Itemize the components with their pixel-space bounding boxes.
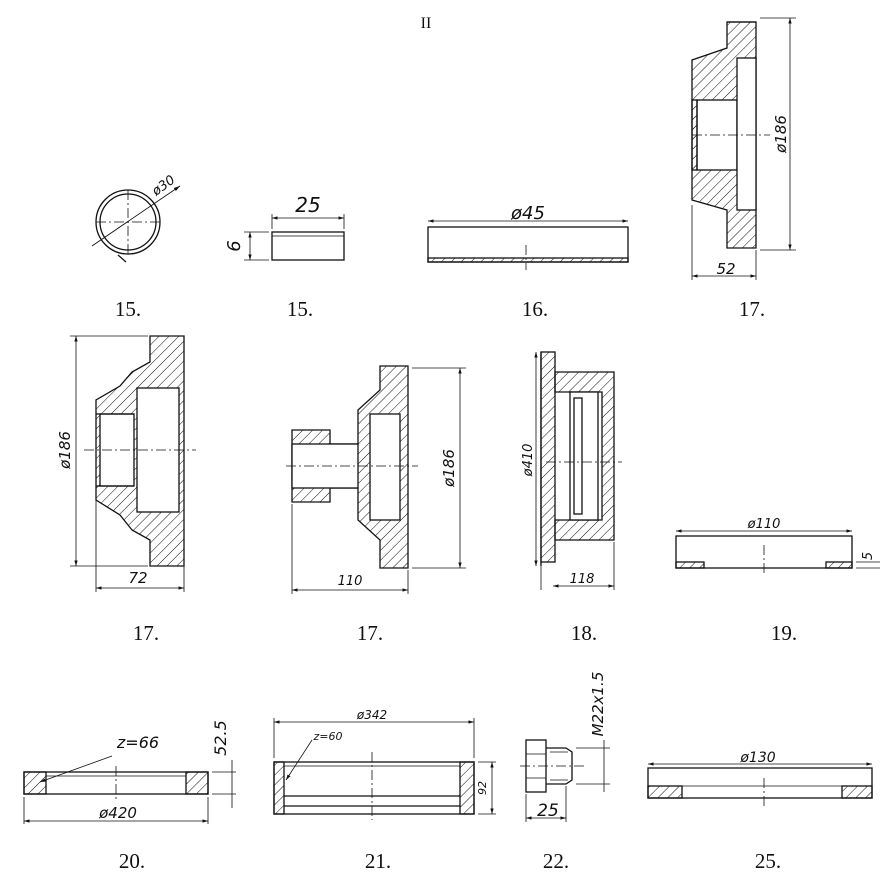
fig-25-disc <box>647 762 873 806</box>
fig-20-diameter-label: ø420 <box>98 804 137 822</box>
fig-18-length-label: 118 <box>570 572 595 587</box>
fig-15b-width-label: 25 <box>295 193 320 217</box>
fig-22-plug <box>520 739 610 822</box>
fig-17a-caption: 17. <box>739 297 765 321</box>
fig-19-diameter-label: ø110 <box>747 517 781 532</box>
fig-15a-diameter-label: ø30 <box>149 173 178 200</box>
fig-15b-strip <box>244 214 345 261</box>
fig-17b-flange-section <box>70 335 196 592</box>
fig-15b-height-label: 6 <box>224 240 245 251</box>
fig-19-thickness-label: 5 <box>861 552 876 560</box>
fig-17c-flange-section <box>286 365 466 594</box>
fig-20-ring-gear <box>23 755 236 824</box>
fig-25-caption: 25. <box>755 849 781 873</box>
fig-25-diameter-label: ø130 <box>739 750 775 766</box>
fig-21-gear-body <box>273 718 496 820</box>
fig-17c-caption: 17. <box>357 621 383 645</box>
fig-17b-caption: 17. <box>133 621 159 645</box>
fig-19-caption: 19. <box>771 621 797 645</box>
fig-16-strip <box>427 219 629 270</box>
fig-17a-diameter-label: ø186 <box>772 115 790 154</box>
fig-18-caption: 18. <box>571 621 597 645</box>
fig-21-caption: 21. <box>365 849 391 873</box>
fig-20-caption: 20. <box>119 849 145 873</box>
fig-21-height-label: 92 <box>476 781 489 795</box>
fig-15a-ring <box>91 185 181 263</box>
fig-17c-length-label: 110 <box>338 574 363 589</box>
fig-22-length-label: 25 <box>537 801 559 821</box>
fig-22-thread-label: M22x1.5 <box>589 672 607 737</box>
fig-16-diameter-label: ø45 <box>510 203 545 224</box>
fig-17a-length-label: 52 <box>716 260 735 278</box>
fig-22-caption: 22. <box>543 849 569 873</box>
fig-18-diameter-label: ø410 <box>521 444 536 478</box>
fig-21-teeth-label: z=60 <box>313 730 343 743</box>
fig-19-washer <box>675 529 880 576</box>
sheet-marker: II <box>421 15 432 32</box>
fig-17b-diameter-label: ø186 <box>56 431 74 470</box>
fig-21-diameter-label: ø342 <box>356 708 387 722</box>
fig-17a-flange-section <box>691 17 796 280</box>
fig-16-caption: 16. <box>522 297 548 321</box>
fig-17b-length-label: 72 <box>128 569 147 587</box>
fig-15a-caption: 15. <box>115 297 141 321</box>
fig-15b-caption: 15. <box>287 297 313 321</box>
fig-20-height-label: 52.5 <box>211 720 230 756</box>
fig-17c-diameter-label: ø186 <box>440 449 458 488</box>
fig-20-teeth-label: z=66 <box>116 733 159 752</box>
fig-18-body-section <box>534 351 622 590</box>
